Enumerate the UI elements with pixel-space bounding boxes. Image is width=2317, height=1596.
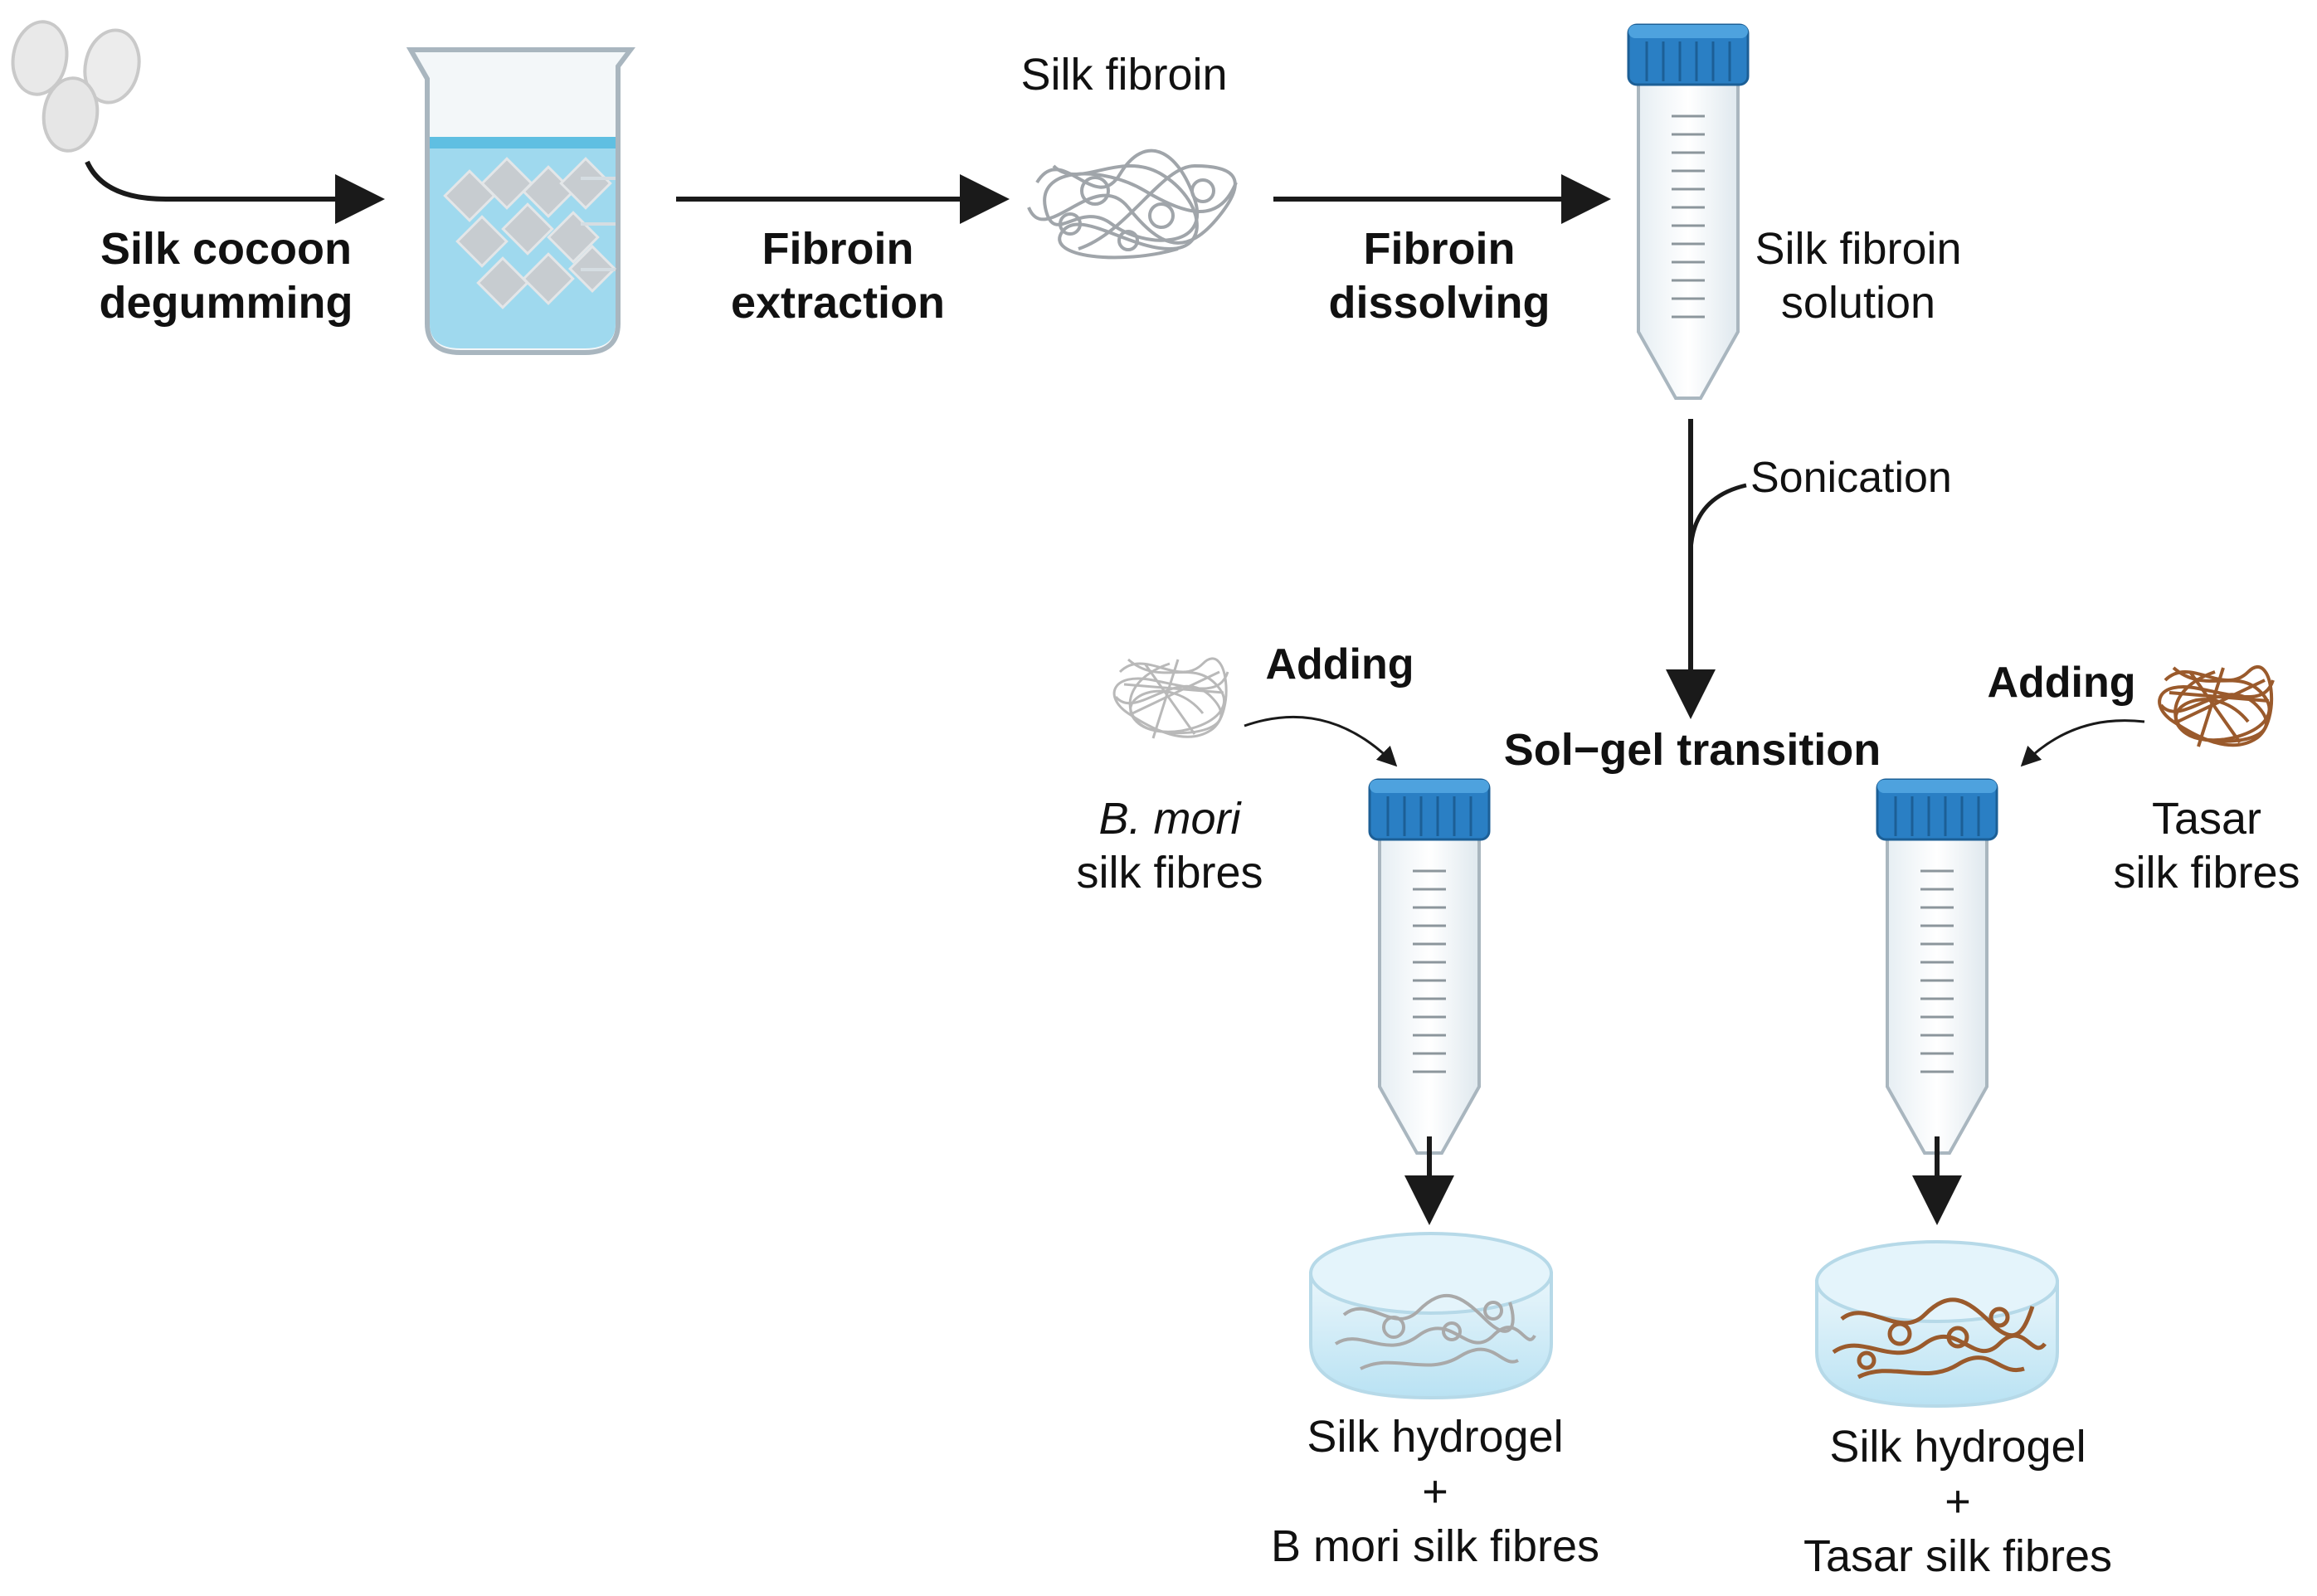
fibroin-solution-tube-icon <box>1627 23 1750 400</box>
bmori-fibres-label: B. mori silk fibres <box>1041 792 1298 900</box>
fibroin-solution-text: Silk fibroin solution <box>1755 224 1962 328</box>
solgel-transition-label: Sol−gel transition <box>1503 725 1881 775</box>
arrow-adding-bmori <box>1244 715 1398 767</box>
silk-fibroin-icon <box>1027 148 1238 260</box>
step-dissolving-text: Fibroin dissolving <box>1328 224 1550 328</box>
arrow-to-beaker <box>85 160 385 224</box>
tasar-fibres-label: Tasar silk fibres <box>2091 792 2317 900</box>
silk-fibroin-label: Silk fibroin <box>1020 50 1228 100</box>
bmori-fibres-icon <box>1112 657 1229 739</box>
tasar-hydrogel-dish-icon <box>1815 1240 2059 1409</box>
tasar-fibres-text: Tasar silk fibres <box>2113 794 2300 898</box>
sonication-branch <box>1688 483 1747 552</box>
fibroin-solution-label: Silk fibroin solution <box>1730 222 1987 330</box>
bmori-species-text: B. mori <box>1098 794 1241 844</box>
tasar-hydrogel-label: Silk hydrogel + Tasar silk fibres <box>1750 1420 2165 1584</box>
bmori-hydrogel-text: Silk hydrogel + B mori silk fibres <box>1270 1412 1600 1571</box>
beaker-icon <box>406 47 635 355</box>
step-dissolving-label: Fibroin dissolving <box>1294 222 1584 330</box>
step-extraction-text: Fibroin extraction <box>730 224 946 328</box>
bmori-fibres-text: silk fibres <box>1076 847 1263 898</box>
tasar-fibres-icon <box>2158 664 2275 747</box>
adding-bmori-label: Adding <box>1265 640 1414 689</box>
sonication-label: Sonication <box>1750 454 1952 502</box>
adding-tasar-label: Adding <box>1987 659 2136 707</box>
silk-cocoon-icon <box>11 20 141 153</box>
tasar-gel-tube-icon <box>1876 778 1998 1155</box>
step-degumming-text: Silk cocoon degumming <box>99 224 353 328</box>
step-extraction-label: Fibroin extraction <box>689 222 987 330</box>
bmori-gel-tube-icon <box>1368 778 1491 1155</box>
arrow-adding-tasar <box>2020 719 2145 767</box>
tasar-hydrogel-text: Silk hydrogel + Tasar silk fibres <box>1803 1422 2113 1581</box>
bmori-hydrogel-dish-icon <box>1309 1232 1553 1400</box>
step-degumming-label: Silk cocoon degumming <box>75 222 377 330</box>
bmori-hydrogel-label: Silk hydrogel + B mori silk fibres <box>1228 1410 1643 1574</box>
